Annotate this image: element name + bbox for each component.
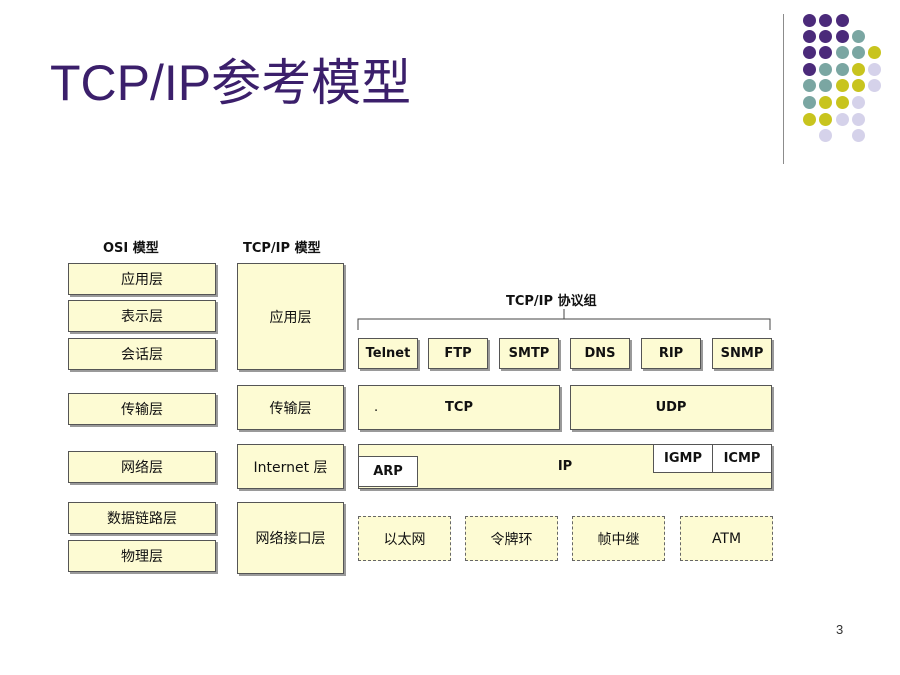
protocol-dns: DNS <box>570 338 630 369</box>
osi-session-layer: 会话层 <box>68 338 216 370</box>
tcpip-transport-layer: 传输层 <box>237 385 344 430</box>
decor-dot <box>852 63 865 76</box>
tcpip-application-layer: 应用层 <box>237 263 344 370</box>
decor-dot <box>836 113 849 126</box>
tcp-mark: . <box>374 400 379 415</box>
decor-dot <box>868 46 881 59</box>
slide-title: TCP/IP参考模型 <box>50 55 412 111</box>
decor-dot <box>819 79 832 92</box>
link-token-ring: 令牌环 <box>465 516 558 561</box>
decor-dot <box>836 63 849 76</box>
decor-dot <box>803 79 816 92</box>
decor-dot <box>819 129 832 142</box>
decor-dot <box>852 129 865 142</box>
protocol-igmp: IGMP <box>653 444 713 473</box>
decor-dot <box>819 46 832 59</box>
protocol-suite-header: TCP/IP 协议组 <box>506 294 597 309</box>
decor-dot <box>852 113 865 126</box>
protocol-icmp: ICMP <box>712 444 772 473</box>
tcpip-network-interface-layer: 网络接口层 <box>237 502 344 574</box>
decor-dot <box>836 46 849 59</box>
decor-dot <box>868 63 881 76</box>
decor-dot <box>852 46 865 59</box>
decor-dot <box>819 113 832 126</box>
decor-dot <box>836 79 849 92</box>
decor-dot <box>819 30 832 43</box>
link-atm: ATM <box>680 516 773 561</box>
page-number: 3 <box>836 622 844 637</box>
decor-dot <box>803 113 816 126</box>
tcp-label: TCP <box>445 400 473 415</box>
protocol-ftp: FTP <box>428 338 488 369</box>
decor-dot <box>852 96 865 109</box>
decor-dot <box>803 14 816 27</box>
decor-dot <box>803 46 816 59</box>
decor-dot <box>819 63 832 76</box>
title-divider-line <box>783 14 784 164</box>
osi-data-link-layer: 数据链路层 <box>68 502 216 534</box>
protocol-udp: UDP <box>570 385 772 430</box>
protocol-suite-bracket <box>357 309 771 330</box>
osi-transport-layer: 传输层 <box>68 393 216 425</box>
link-ethernet: 以太网 <box>358 516 451 561</box>
decor-dot <box>836 14 849 27</box>
decor-dot <box>819 14 832 27</box>
decor-dot <box>868 79 881 92</box>
decor-dot <box>819 96 832 109</box>
osi-physical-layer: 物理层 <box>68 540 216 572</box>
tcpip-model-header: TCP/IP 模型 <box>243 241 321 256</box>
protocol-arp: ARP <box>358 456 418 487</box>
decor-dot <box>803 30 816 43</box>
decor-dot <box>836 30 849 43</box>
decor-dot <box>852 30 865 43</box>
osi-application-layer: 应用层 <box>68 263 216 295</box>
protocol-rip: RIP <box>641 338 701 369</box>
protocol-tcp: . TCP <box>358 385 560 430</box>
link-frame-relay: 帧中继 <box>572 516 665 561</box>
decor-dot <box>803 63 816 76</box>
protocol-telnet: Telnet <box>358 338 418 369</box>
decor-dot <box>852 79 865 92</box>
decor-dot <box>836 96 849 109</box>
tcpip-internet-layer: Internet 层 <box>237 444 344 489</box>
osi-presentation-layer: 表示层 <box>68 300 216 332</box>
osi-network-layer: 网络层 <box>68 451 216 483</box>
decor-dot <box>803 96 816 109</box>
protocol-smtp: SMTP <box>499 338 559 369</box>
osi-model-header: OSI 模型 <box>103 241 159 256</box>
protocol-snmp: SNMP <box>712 338 772 369</box>
